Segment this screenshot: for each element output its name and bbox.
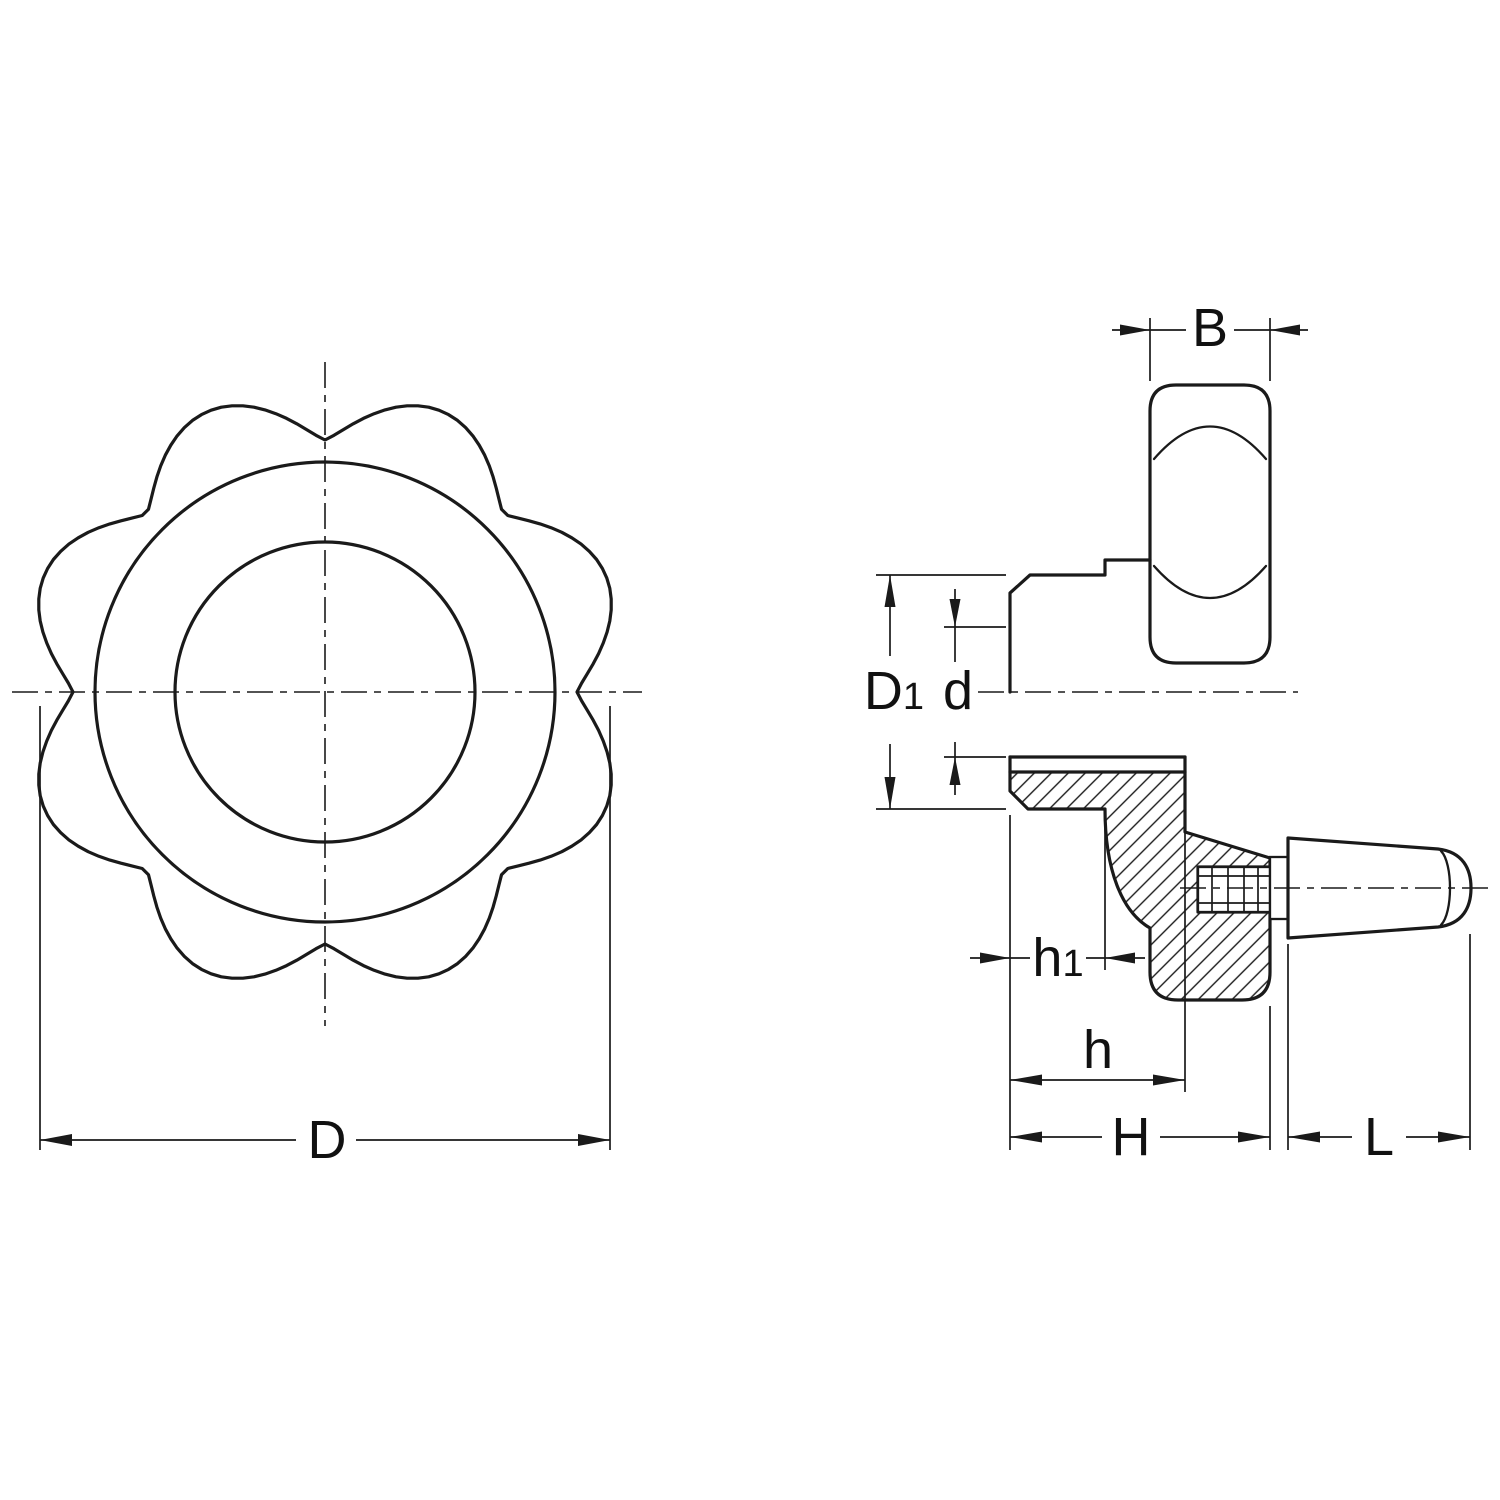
arrowhead [1105,952,1135,964]
arrowhead [1153,1074,1185,1086]
arrowhead [884,777,896,809]
dim-h1: h1 [970,815,1145,1150]
arrowhead [1288,1131,1320,1143]
handle-thread-hole [1196,865,1272,914]
dim-label-L: L [1364,1107,1394,1167]
dim-L: L [1287,934,1471,1167]
rim-silhouette [1148,383,1272,665]
dim-D: D [39,706,611,1170]
dim-label-d: d [943,661,973,721]
dim-label-B: B [1192,298,1228,358]
rim-lobe-arc-bottom [1152,564,1268,599]
rim-lobe-arc-top [1152,425,1268,461]
arrowhead [949,757,961,785]
dim-label-h1: h1 [1032,928,1083,988]
arrowhead [884,575,896,607]
arrowhead [40,1134,72,1146]
arrowhead [1270,324,1300,336]
arrowhead [1010,1074,1042,1086]
dim-H: H [1010,1006,1271,1167]
arrowhead [949,599,961,627]
dim-label-h: h [1083,1020,1113,1080]
dim-h: h [1010,765,1186,1092]
dim-D1: D1 [864,574,1006,810]
dim-d: d [943,589,1006,795]
front-view [12,362,642,1026]
arrowhead [1120,324,1150,336]
arrowhead [1438,1131,1470,1143]
arrowhead [578,1134,610,1146]
arrowhead [1010,1131,1042,1143]
dim-label-H: H [1112,1107,1151,1167]
arrowhead [980,952,1010,964]
dim-label-D1: D1 [864,661,924,721]
dim-B: B [1112,298,1308,381]
side-view [978,383,1492,1002]
arrowhead [1238,1131,1270,1143]
hub-outline-top [1008,558,1152,694]
dim-label-D: D [308,1110,347,1170]
section-material [1008,770,1272,1002]
